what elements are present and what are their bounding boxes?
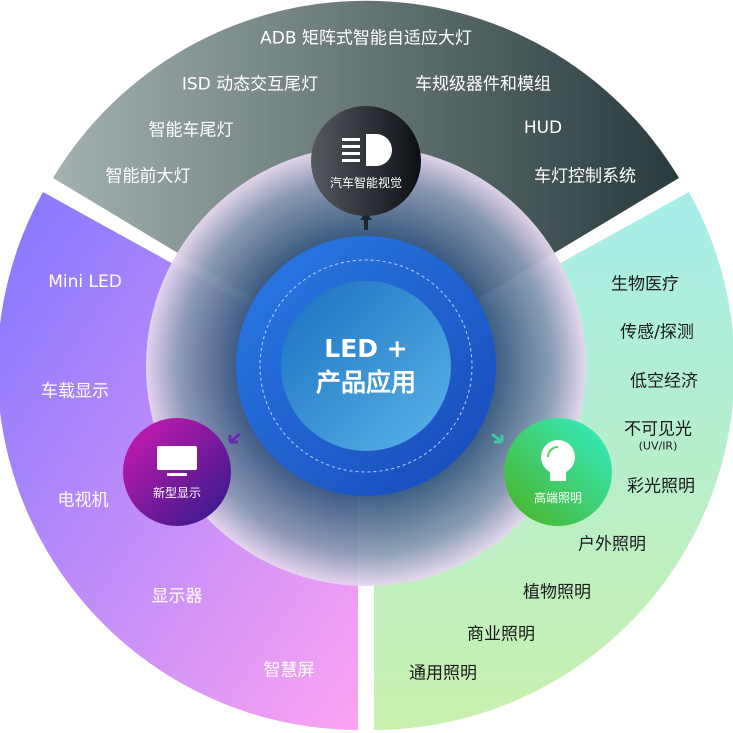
top-item: 智能前大灯 [105, 166, 191, 187]
hub-display[interactable]: 新型显示 [123, 418, 231, 526]
left-item: 显示器 [151, 586, 203, 607]
left-item: 智慧屏 [263, 660, 315, 681]
right-item: 植物照明 [523, 582, 591, 603]
left-item: 电视机 [57, 490, 109, 511]
right-item: 商业照明 [467, 624, 535, 645]
left-item: 车载显示 [41, 381, 109, 402]
center-title: LED + 产品应用 [316, 332, 416, 400]
right-item: 不可见光 [624, 419, 692, 440]
right-item: 生物医疗 [611, 274, 679, 295]
top-item: ISD 动态交互尾灯 [181, 74, 319, 95]
arrow-lighting-icon [491, 432, 504, 444]
center-line-2: 产品应用 [315, 368, 417, 397]
right-item: 传感/探测 [620, 322, 694, 343]
monitor-icon [157, 445, 197, 476]
right-item: 彩光照明 [627, 476, 695, 497]
hub-auto-vision[interactable]: 汽车智能视觉 [311, 106, 421, 216]
top-item: 车灯控制系统 [534, 166, 636, 187]
hub-display-label: 新型显示 [152, 485, 201, 500]
top-item: ADB 矩阵式智能自适应大灯 [260, 28, 472, 49]
headlight-icon [342, 133, 392, 166]
center-line-1: LED + [324, 334, 408, 363]
hub-lighting-label: 高端照明 [533, 490, 582, 505]
right-item: 户外照明 [578, 534, 646, 555]
right-item: 通用照明 [409, 663, 477, 684]
hub-auto-label: 汽车智能视觉 [329, 175, 402, 190]
center-circle [281, 281, 451, 451]
dashed-ring [259, 259, 473, 473]
right-item: 低空经济 [630, 371, 698, 392]
right-item-note: (UV/IR) [638, 439, 678, 453]
arrow-up-icon [360, 212, 372, 230]
top-item: HUD [523, 118, 563, 138]
top-item: 车规级器件和模组 [415, 74, 551, 95]
hub-lighting[interactable]: 高端照明 [504, 418, 612, 526]
top-item: 智能车尾灯 [148, 120, 234, 141]
left-item: Mini LED [48, 272, 122, 292]
arrow-display-icon [228, 432, 241, 444]
bulb-icon [541, 439, 575, 481]
